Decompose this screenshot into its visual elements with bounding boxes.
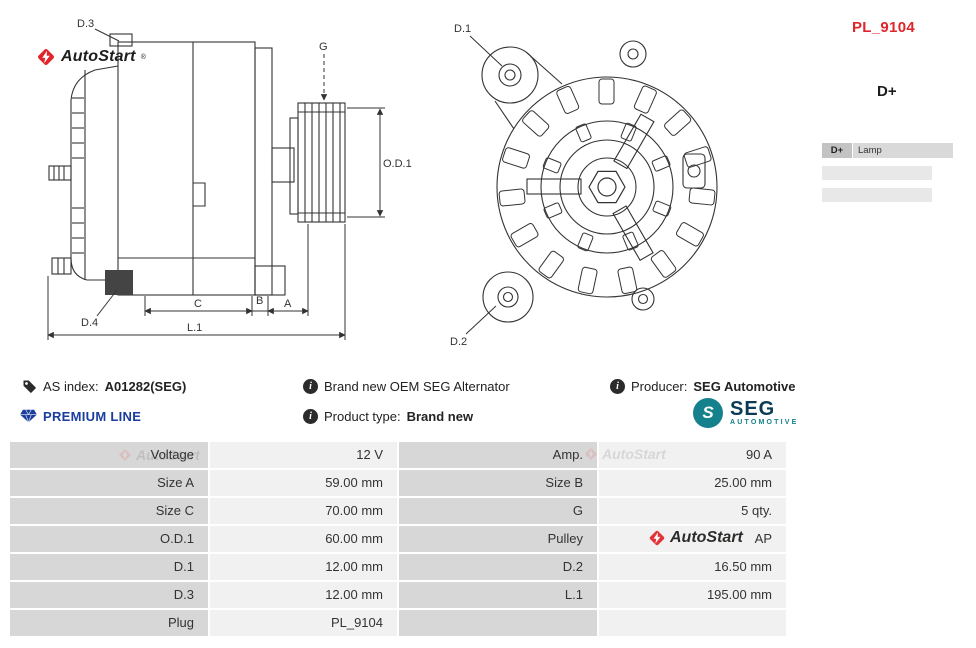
part-number: PL_9104	[852, 19, 915, 36]
mount-ear-top	[481, 46, 539, 104]
premium-line-label: PREMIUM LINE	[43, 408, 142, 424]
product-type: i Product type: Brand new	[303, 407, 473, 425]
dim-label-g: G	[319, 41, 328, 53]
spec-value: 12 V	[210, 442, 397, 468]
producer-label: Producer:	[631, 378, 688, 394]
vent-slots	[498, 78, 716, 295]
stator-body	[117, 41, 256, 296]
mount-ear-bottom	[482, 271, 534, 323]
tag-icon	[23, 380, 36, 393]
seg-name: SEG	[730, 398, 776, 420]
info-icon: i	[610, 378, 625, 394]
spec-value: 25.00 mm	[599, 470, 786, 496]
autostart-logo: AutoStart ®	[36, 47, 146, 67]
as-index-value: A01282(SEG)	[104, 378, 187, 394]
fan-slots	[542, 122, 672, 252]
spec-label: L.1	[399, 582, 597, 608]
spec-label: D.2	[399, 554, 597, 580]
spec-label	[399, 610, 597, 636]
mount-lug	[105, 270, 133, 295]
spec-value: 12.00 mm	[210, 554, 397, 580]
spec-value: 5 qty.	[599, 498, 786, 524]
dimension-lines	[47, 28, 385, 340]
shaft-nut	[588, 170, 626, 204]
spec-label: Plug	[10, 610, 208, 636]
terminal-table: D+ Lamp	[822, 143, 953, 202]
terminal-cell: D+	[822, 143, 852, 158]
registered-mark: ®	[140, 53, 146, 61]
terminal-table-row: D+ Lamp	[822, 143, 953, 158]
spec-value: 195.00 mm	[599, 582, 786, 608]
dim-label-d2: D.2	[450, 336, 467, 348]
spec-value: 70.00 mm	[210, 498, 397, 524]
spec-value	[599, 610, 786, 636]
dim-label-a: A	[284, 298, 292, 310]
info-icon: i	[303, 378, 318, 394]
side-view-drawing: D.3 G O.D.1 D.4 C B A L.1	[47, 18, 412, 340]
dim-label-d3: D.3	[77, 18, 94, 30]
spec-table: Voltage 12 V Amp. 90 A Size A 59.00 mm S…	[10, 442, 786, 636]
producer: i Producer: SEG Automotive	[610, 377, 795, 395]
brand-name: AutoStart	[61, 48, 136, 65]
front-view-drawing: D.1 D.2	[450, 23, 718, 348]
producer-value: SEG Automotive	[693, 378, 796, 394]
spec-label: Voltage	[10, 442, 208, 468]
product-type-value: Brand new	[406, 408, 474, 424]
terminal-function-cell: Lamp	[853, 143, 953, 158]
product-type-label: Product type:	[324, 408, 401, 424]
shaft	[271, 147, 295, 183]
product-description: i Brand new OEM SEG Alternator	[303, 377, 510, 395]
spec-value: AP	[599, 526, 786, 552]
as-index: AS index: A01282(SEG)	[22, 377, 186, 395]
spec-value: 12.00 mm	[210, 582, 397, 608]
spec-value: PL_9104	[210, 610, 397, 636]
spec-value: 59.00 mm	[210, 470, 397, 496]
seg-automotive-logo: S SEG AUTOMOTIVE	[693, 398, 799, 428]
seg-icon-letter: S	[702, 403, 714, 422]
seg-icon: S	[693, 398, 723, 428]
spec-label: D.3	[10, 582, 208, 608]
spec-label: Size A	[10, 470, 208, 496]
spec-label: Size C	[10, 498, 208, 524]
dim-label-b: B	[256, 295, 263, 307]
terminal-label: D+	[877, 83, 897, 100]
description-text: Brand new OEM SEG Alternator	[324, 378, 510, 394]
spec-label: G	[399, 498, 597, 524]
as-index-label: AS index:	[43, 378, 99, 394]
dim-label-d1: D.1	[454, 23, 471, 35]
spec-value: 90 A	[599, 442, 786, 468]
gem-icon	[20, 409, 37, 423]
seg-subtitle: AUTOMOTIVE	[730, 419, 799, 426]
dim-label-l1: L.1	[187, 322, 202, 334]
premium-line-badge: PREMIUM LINE	[20, 407, 141, 425]
dim-label-od1: O.D.1	[383, 158, 412, 170]
dim-label-c: C	[194, 298, 202, 310]
terminal-table-empty-row	[822, 188, 932, 202]
spec-label: Pulley	[399, 526, 597, 552]
spec-label: Size B	[399, 470, 597, 496]
spec-label: O.D.1	[10, 526, 208, 552]
terminal-stud	[48, 165, 72, 181]
terminal-table-empty-row	[822, 166, 932, 180]
spec-label: Amp.	[399, 442, 597, 468]
dim-label-d4: D.4	[81, 317, 98, 329]
info-icon: i	[303, 408, 318, 424]
spec-value: 60.00 mm	[210, 526, 397, 552]
housing-outline	[496, 76, 718, 298]
spec-label: D.1	[10, 554, 208, 580]
spec-value: 16.50 mm	[599, 554, 786, 580]
pulley	[297, 102, 346, 223]
